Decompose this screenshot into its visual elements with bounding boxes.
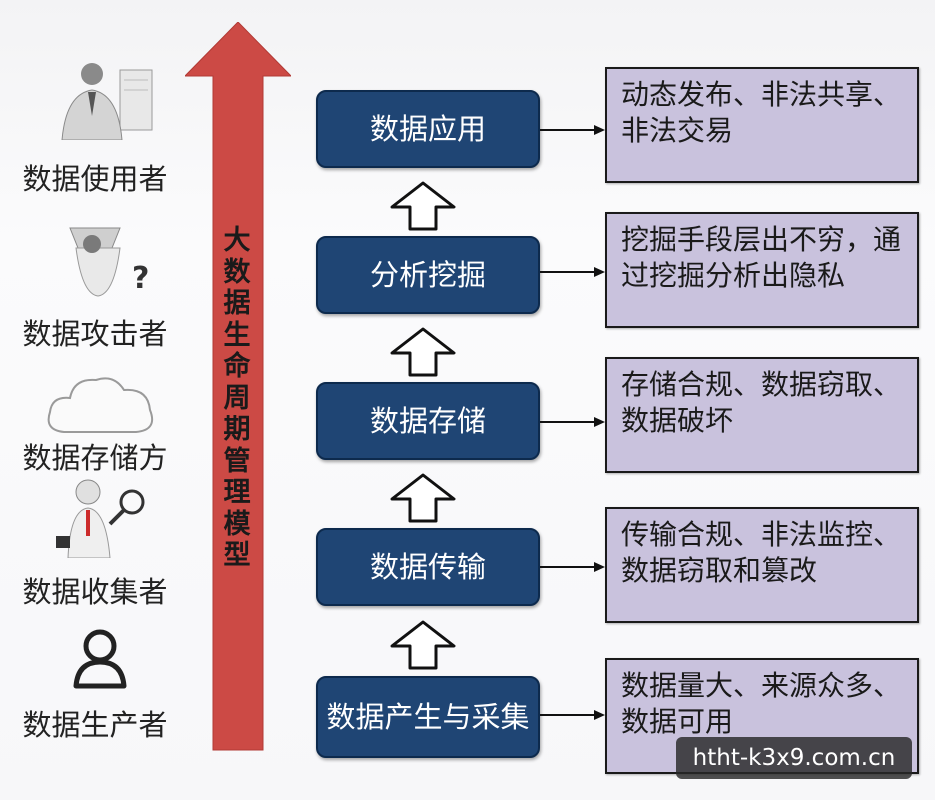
watermark: htht-k3x9.com.cn (676, 737, 912, 779)
connector-arrow (540, 562, 605, 572)
stage-box: 数据存储 (316, 382, 540, 460)
actor-label: 数据攻击者 (22, 317, 168, 351)
connector-arrow (540, 710, 605, 720)
lifecycle-arrow (185, 22, 291, 751)
connector-arrow (540, 267, 605, 277)
actor-label: 数据使用者 (22, 162, 168, 196)
stage-box: 数据传输 (316, 528, 540, 606)
stage-box: 分析挖掘 (316, 236, 540, 314)
figure-magnifier-icon (56, 479, 145, 558)
risk-box: 传输合规、非法监控、数据窃取和篡改 (605, 507, 919, 623)
cloud-icon (47, 377, 154, 433)
up-arrow-icon (390, 620, 456, 670)
stage-box: 数据应用 (316, 90, 540, 168)
svg-text:?: ? (132, 261, 149, 296)
actor-label: 数据收集者 (22, 575, 168, 609)
office-worker-icon (61, 63, 153, 140)
lifecycle-title: 大数据生命周期管理模型 (223, 225, 251, 571)
up-arrow-icon (390, 473, 456, 523)
hacker-question-icon: ? (69, 227, 149, 297)
risk-box: 存储合规、数据窃取、数据破坏 (605, 357, 919, 473)
up-arrow-icon (390, 327, 456, 377)
actor-label: 数据存储方 (22, 441, 168, 475)
risk-box: 动态发布、非法共享、非法交易 (605, 67, 919, 183)
connector-arrow (540, 125, 605, 135)
actor-label: 数据生产者 (22, 708, 168, 742)
up-arrow-icon (390, 181, 456, 231)
risk-box: 挖掘手段层出不穷，通过挖掘分析出隐私 (605, 212, 919, 328)
connector-arrow (540, 417, 605, 427)
stage-box: 数据产生与采集 (316, 676, 540, 758)
user-outline-icon (73, 629, 127, 689)
